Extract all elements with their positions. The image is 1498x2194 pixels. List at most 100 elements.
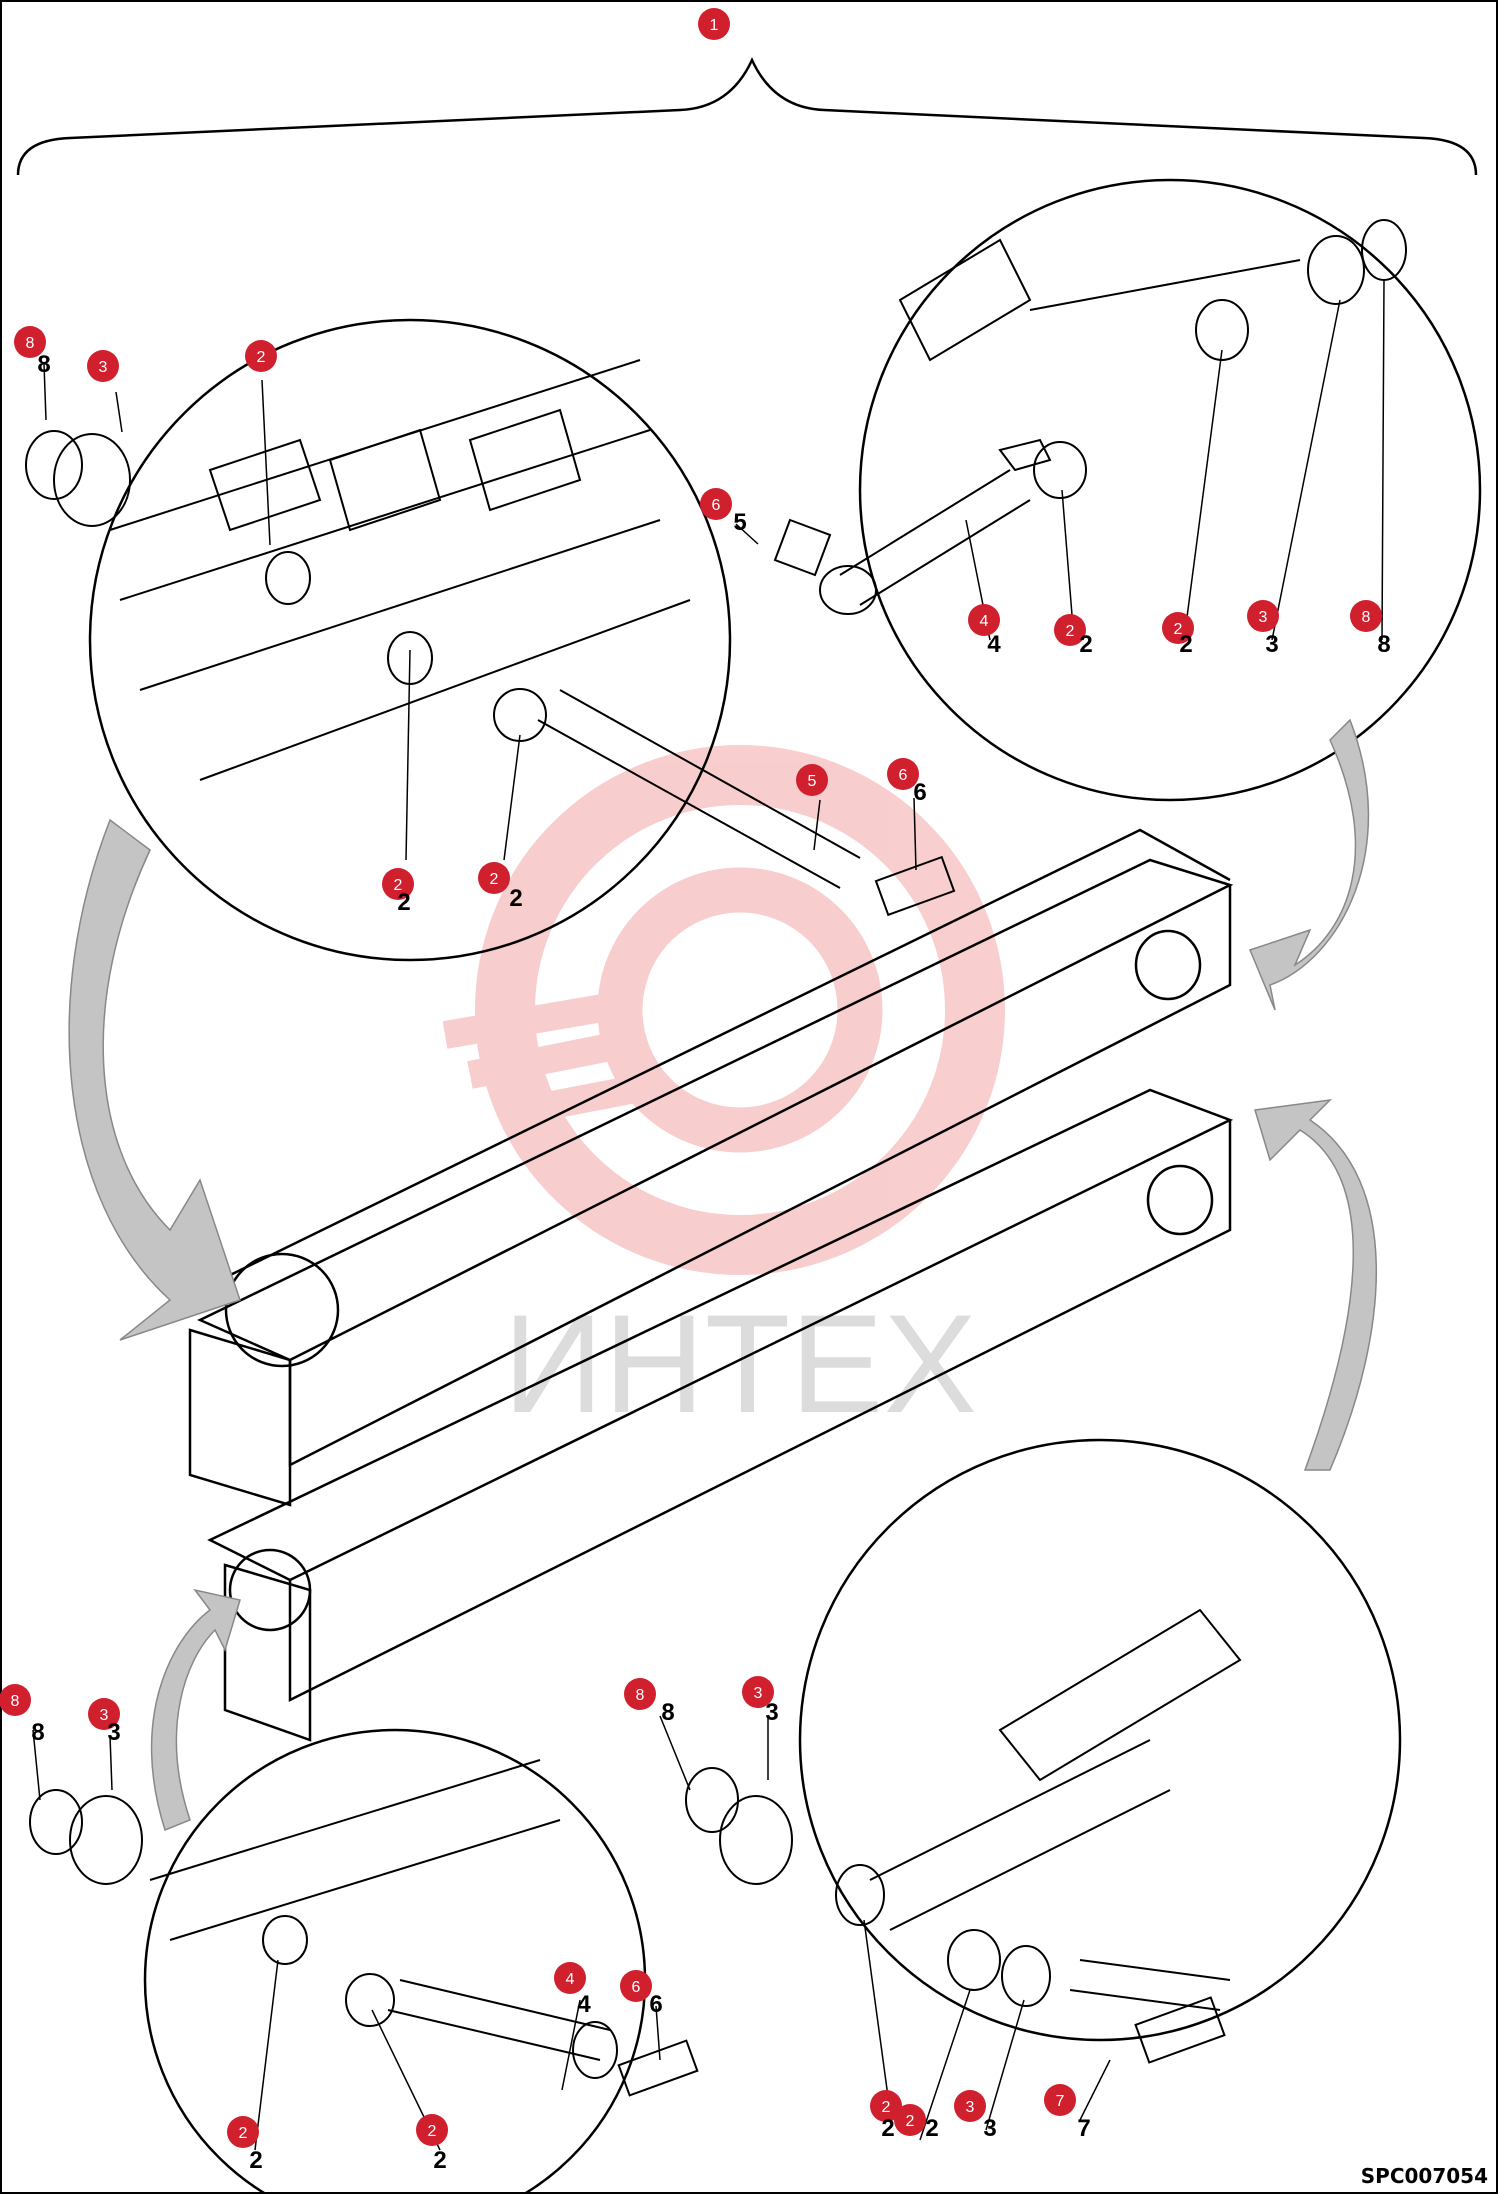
callout-bubble xyxy=(382,868,414,900)
callout-8: 8 xyxy=(624,1678,656,1710)
part-number-label: 8 xyxy=(37,351,50,378)
detail-circle-top-right xyxy=(858,178,1482,802)
part-number-label: 2 xyxy=(249,2147,262,2174)
callout-bubble xyxy=(14,326,46,358)
callout-bubble xyxy=(624,1678,656,1710)
callout-bubble xyxy=(1054,614,1086,646)
part-number-label: 4 xyxy=(577,1991,591,2018)
callout-bubble xyxy=(1162,612,1194,644)
callout-number: 3 xyxy=(966,2099,975,2116)
part-number-label: 6 xyxy=(649,1991,662,2018)
callout-number: 4 xyxy=(566,1971,575,1988)
callout-1: 1 xyxy=(698,8,730,40)
watermark-text: ИНТЕХ xyxy=(503,1285,977,1442)
part-number-label: 4 xyxy=(987,631,1001,658)
part-number-label: 6 xyxy=(913,779,926,806)
callout-number: 1 xyxy=(710,17,719,34)
callout-bubble xyxy=(478,862,510,894)
callout-number: 2 xyxy=(882,2099,891,2116)
callout-number: 8 xyxy=(11,1693,20,1710)
callout-bubble xyxy=(870,2090,902,2122)
detail-bottom-left-parts xyxy=(29,1759,699,2097)
callout-2: 2 xyxy=(1162,612,1194,644)
part-number-label: 2 xyxy=(397,889,410,916)
callout-number: 7 xyxy=(1056,2093,1065,2110)
callout-2: 2 xyxy=(870,2090,902,2122)
callout-2: 2 xyxy=(227,2116,259,2148)
callout-number: 5 xyxy=(808,773,817,790)
callout-7: 7 xyxy=(1044,2084,1076,2116)
part-number-label: 2 xyxy=(433,2147,446,2174)
main-frame xyxy=(188,828,1234,1742)
callout-bubble xyxy=(796,764,828,796)
part-number-label: 8 xyxy=(1377,631,1390,658)
callout-number: 6 xyxy=(632,1979,641,1996)
callout-2: 2 xyxy=(1054,614,1086,646)
callout-number: 2 xyxy=(1174,621,1183,638)
callout-5: 5 xyxy=(796,764,828,796)
callout-number: 8 xyxy=(1362,609,1371,626)
callout-number: 2 xyxy=(490,871,499,888)
callout-bubble xyxy=(0,1684,31,1716)
part-number-label: 3 xyxy=(107,1719,120,1746)
callout-number: 3 xyxy=(100,1707,109,1724)
callout-number: 2 xyxy=(394,877,403,894)
part-number-label: 3 xyxy=(1265,631,1278,658)
callout-3: 3 xyxy=(88,1698,120,1730)
callout-6: 6 xyxy=(700,488,732,520)
callout-3: 3 xyxy=(87,350,119,382)
part-number-label: 8 xyxy=(661,1699,674,1726)
callout-3: 3 xyxy=(1247,600,1279,632)
callout-3: 3 xyxy=(954,2090,986,2122)
callout-2: 2 xyxy=(245,340,277,372)
callout-number: 3 xyxy=(754,1685,763,1702)
callout-bubble xyxy=(887,758,919,790)
part-number-label: 5 xyxy=(733,509,746,536)
callout-bubble xyxy=(245,340,277,372)
watermark-logo xyxy=(442,745,1005,1275)
assembly-brace xyxy=(16,57,1478,176)
callout-bubble xyxy=(227,2116,259,2148)
callout-bubble xyxy=(954,2090,986,2122)
callout-2: 2 xyxy=(894,2104,926,2136)
callout-bubble xyxy=(742,1676,774,1708)
callout-bubble xyxy=(620,1970,652,2002)
callout-4: 4 xyxy=(968,604,1000,636)
callout-number: 6 xyxy=(899,767,908,784)
callout-bubble xyxy=(894,2104,926,2136)
flow-arrows xyxy=(68,718,1378,1831)
callout-4: 4 xyxy=(554,1962,586,1994)
part-number-label: 2 xyxy=(881,2115,894,2142)
callout-number: 3 xyxy=(1259,609,1268,626)
part-number-label: 7 xyxy=(1077,2115,1090,2142)
part-number-label: 2 xyxy=(509,885,522,912)
callout-bubble xyxy=(554,1962,586,1994)
callout-8: 8 xyxy=(14,326,46,358)
callout-6: 6 xyxy=(887,758,919,790)
part-number-label: 3 xyxy=(983,2115,996,2142)
part-number-label: 2 xyxy=(1179,631,1192,658)
callout-bubble xyxy=(1247,600,1279,632)
callout-bubble xyxy=(416,2114,448,2146)
callout-bubble xyxy=(88,1698,120,1730)
part-number-label: 2 xyxy=(925,2115,938,2142)
part-number-label: 3 xyxy=(765,1699,778,1726)
callout-2: 2 xyxy=(382,868,414,900)
callout-bubble xyxy=(698,8,730,40)
callout-8: 8 xyxy=(0,1684,31,1716)
callout-3: 3 xyxy=(742,1676,774,1708)
callout-2: 2 xyxy=(416,2114,448,2146)
callout-number: 6 xyxy=(712,497,721,514)
callout-number: 2 xyxy=(239,2125,248,2142)
callout-bubble xyxy=(968,604,1000,636)
callout-bubble xyxy=(1350,600,1382,632)
callout-number: 2 xyxy=(428,2123,437,2140)
part-number-label: 2 xyxy=(1079,631,1092,658)
callout-bubble xyxy=(87,350,119,382)
detail-circle-top-left xyxy=(88,318,732,962)
